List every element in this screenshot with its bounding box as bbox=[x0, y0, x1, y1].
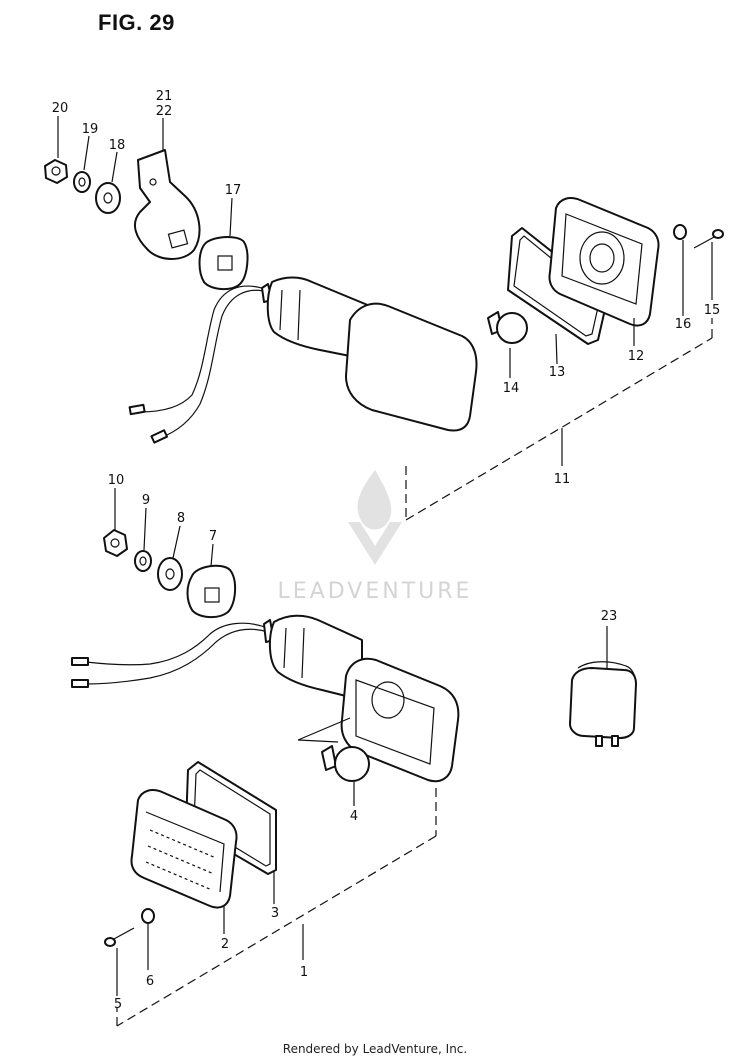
part-10-nut bbox=[103, 529, 128, 557]
callout-3: 3 bbox=[271, 906, 279, 921]
leader-13 bbox=[555, 333, 558, 365]
callout-12: 12 bbox=[628, 349, 645, 364]
leader-4-bulb-ref-a bbox=[297, 739, 339, 743]
callout-9: 9 bbox=[142, 493, 150, 508]
callout-10: 10 bbox=[108, 473, 125, 488]
part-7-grommet bbox=[186, 564, 236, 618]
callout-14: 14 bbox=[503, 381, 520, 396]
part-15-screw bbox=[693, 229, 724, 249]
callout-4: 4 bbox=[350, 809, 358, 824]
callout-17: 17 bbox=[225, 183, 242, 198]
part-6-washer bbox=[141, 908, 155, 924]
part-lower-wiring bbox=[71, 622, 269, 688]
callout-5: 5 bbox=[114, 997, 122, 1012]
footer-credit: Rendered by LeadVenture, Inc. bbox=[282, 1042, 468, 1056]
callout-13: 13 bbox=[549, 365, 566, 380]
leader-4-bulb-ref-b bbox=[297, 717, 351, 741]
part-14-bulb bbox=[487, 311, 528, 344]
callout-18: 18 bbox=[109, 138, 126, 153]
part-12-lens bbox=[548, 197, 660, 327]
part-19-lock-washer bbox=[73, 171, 91, 193]
group-bracket-11 bbox=[405, 318, 713, 521]
figure-title: FIG. 29 bbox=[98, 10, 175, 35]
callout-21: 21 bbox=[156, 89, 173, 104]
leader-17 bbox=[229, 197, 233, 237]
watermark-logo: LEADVENTURE bbox=[278, 470, 473, 604]
part-5-screw bbox=[104, 927, 135, 947]
callout-23: 23 bbox=[601, 609, 618, 624]
leader-7 bbox=[210, 543, 214, 567]
part-upper-wiring bbox=[128, 285, 269, 444]
callout-11: 11 bbox=[554, 472, 571, 487]
part-16-washer bbox=[673, 224, 687, 240]
part-upper-turn-signal-housing bbox=[261, 276, 478, 432]
part-21-22-bracket bbox=[133, 149, 201, 260]
callout-1: 1 bbox=[300, 965, 308, 980]
callout-19: 19 bbox=[82, 122, 99, 137]
part-4-bulb bbox=[321, 745, 370, 782]
callout-16: 16 bbox=[675, 317, 692, 332]
callout-2: 2 bbox=[221, 937, 229, 952]
part-lower-turn-signal-housing bbox=[263, 614, 460, 783]
leader-18 bbox=[111, 151, 118, 183]
part-20-nut bbox=[44, 159, 68, 184]
part-18-washer bbox=[95, 182, 121, 214]
part-17-grommet bbox=[198, 236, 249, 290]
callout-15: 15 bbox=[704, 303, 721, 318]
watermark-text: LEADVENTURE bbox=[278, 579, 473, 604]
callout-6: 6 bbox=[146, 974, 154, 989]
part-8-washer bbox=[157, 557, 183, 591]
part-23-relay bbox=[569, 661, 637, 747]
part-9-lock-washer bbox=[134, 550, 152, 572]
leader-9 bbox=[143, 507, 147, 551]
group-bracket-1 bbox=[116, 788, 437, 1027]
leader-19 bbox=[83, 135, 90, 171]
callout-7: 7 bbox=[209, 529, 217, 544]
callout-8: 8 bbox=[177, 511, 185, 526]
callout-20: 20 bbox=[52, 101, 69, 116]
leader-8 bbox=[172, 525, 181, 559]
callout-22: 22 bbox=[156, 104, 173, 119]
part-2-lens bbox=[130, 789, 238, 909]
